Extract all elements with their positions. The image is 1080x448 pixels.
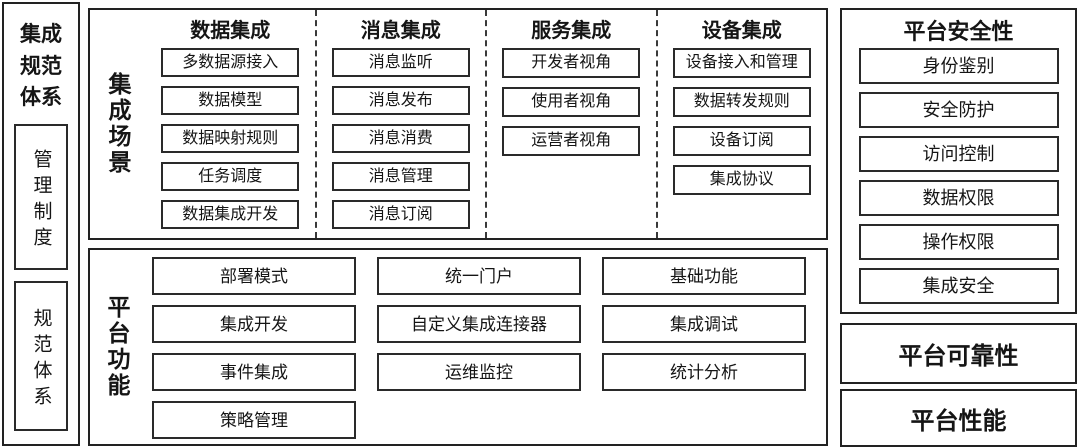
- security-item: 集成安全: [858, 268, 1059, 304]
- function-item: 部署模式: [152, 257, 356, 295]
- column-header: 消息集成: [360, 20, 441, 42]
- security-item: 数据权限: [858, 180, 1059, 216]
- column-header: 服务集成: [531, 20, 612, 42]
- functions-column-2: 统一门户 自定义集成连接器 运维监控: [377, 257, 581, 444]
- scenario-item: 数据集成开发: [161, 200, 300, 229]
- scenario-item: 多数据源接入: [161, 48, 300, 77]
- security-item: 访问控制: [858, 136, 1059, 172]
- scenario-item: 数据模型: [161, 86, 300, 115]
- function-item: 运维监控: [377, 353, 581, 391]
- column-data-integration: 数据集成 多数据源接入 数据模型 数据映射规则 任务调度 数据集成开发: [146, 10, 315, 238]
- management-rules-box: 管理制度: [14, 123, 68, 270]
- column-device-integration: 设备集成 设备接入和管理 数据转发规则 设备订阅 集成协议: [655, 10, 827, 238]
- column-service-integration: 服务集成 开发者视角 使用者视角 运营者视角: [485, 10, 656, 238]
- functions-column-1: 部署模式 集成开发 事件集成 策略管理: [152, 257, 356, 444]
- function-item: 集成调试: [602, 305, 806, 343]
- security-item: 身份鉴别: [858, 48, 1059, 84]
- scenario-item: 开发者视角: [502, 48, 641, 78]
- function-item: 统计分析: [602, 353, 806, 391]
- column-header: 设备集成: [701, 20, 782, 42]
- scenario-item: 消息发布: [331, 86, 470, 115]
- spec-system-title: 集成规范体系: [20, 23, 62, 109]
- scenario-item: 消息管理: [331, 162, 470, 191]
- scenarios-side-label-wrap: 集成场景: [90, 10, 146, 238]
- scenario-item: 集成协议: [672, 165, 811, 195]
- functions-side-label: 平台功能: [104, 295, 130, 399]
- scenario-item: 消息订阅: [331, 200, 470, 229]
- column-message-integration: 消息集成 消息监听 消息发布 消息消费 消息管理 消息订阅: [314, 10, 486, 238]
- column-header: 数据集成: [190, 20, 271, 42]
- integration-scenarios-panel: 集成场景 数据集成 多数据源接入 数据模型 数据映射规则 任务调度 数据集成开发…: [88, 8, 828, 240]
- functions-column-3: 基础功能 集成调试 统计分析: [602, 257, 806, 444]
- platform-reliability-box: 平台可靠性: [840, 323, 1077, 384]
- functions-columns: 部署模式 集成开发 事件集成 策略管理 统一门户 自定义集成连接器 运维监控 基…: [144, 250, 826, 444]
- functions-side-label-wrap: 平台功能: [90, 250, 144, 444]
- security-item: 安全防护: [858, 92, 1059, 128]
- security-title: 平台安全性: [903, 19, 1014, 44]
- function-item: 事件集成: [152, 353, 356, 391]
- scenario-item: 设备订阅: [672, 126, 811, 156]
- function-item: 自定义集成连接器: [377, 305, 581, 343]
- scenario-item: 使用者视角: [502, 87, 641, 117]
- security-item: 操作权限: [858, 224, 1059, 260]
- scenario-item: 消息监听: [331, 48, 470, 77]
- spec-framework-box: 规范体系: [14, 280, 68, 431]
- spec-system-panel: 集成规范体系 管理制度 规范体系: [2, 2, 80, 446]
- platform-functions-panel: 平台功能 部署模式 集成开发 事件集成 策略管理 统一门户 自定义集成连接器 运…: [88, 248, 828, 446]
- scenario-item: 数据转发规则: [672, 87, 811, 117]
- scenario-item: 设备接入和管理: [672, 48, 811, 78]
- scenario-item: 任务调度: [161, 162, 300, 191]
- platform-performance-box: 平台性能: [840, 389, 1077, 447]
- function-item: 策略管理: [152, 401, 356, 439]
- scenario-item: 运营者视角: [502, 126, 641, 156]
- scenarios-side-label: 集成场景: [105, 72, 131, 176]
- scenario-item: 数据映射规则: [161, 124, 300, 153]
- function-item: 统一门户: [377, 257, 581, 295]
- function-item: 集成开发: [152, 305, 356, 343]
- function-item: 基础功能: [602, 257, 806, 295]
- platform-security-panel: 平台安全性 身份鉴别 安全防护 访问控制 数据权限 操作权限 集成安全: [840, 8, 1077, 314]
- scenarios-columns: 数据集成 多数据源接入 数据模型 数据映射规则 任务调度 数据集成开发 消息集成…: [146, 10, 826, 238]
- scenario-item: 消息消费: [331, 124, 470, 153]
